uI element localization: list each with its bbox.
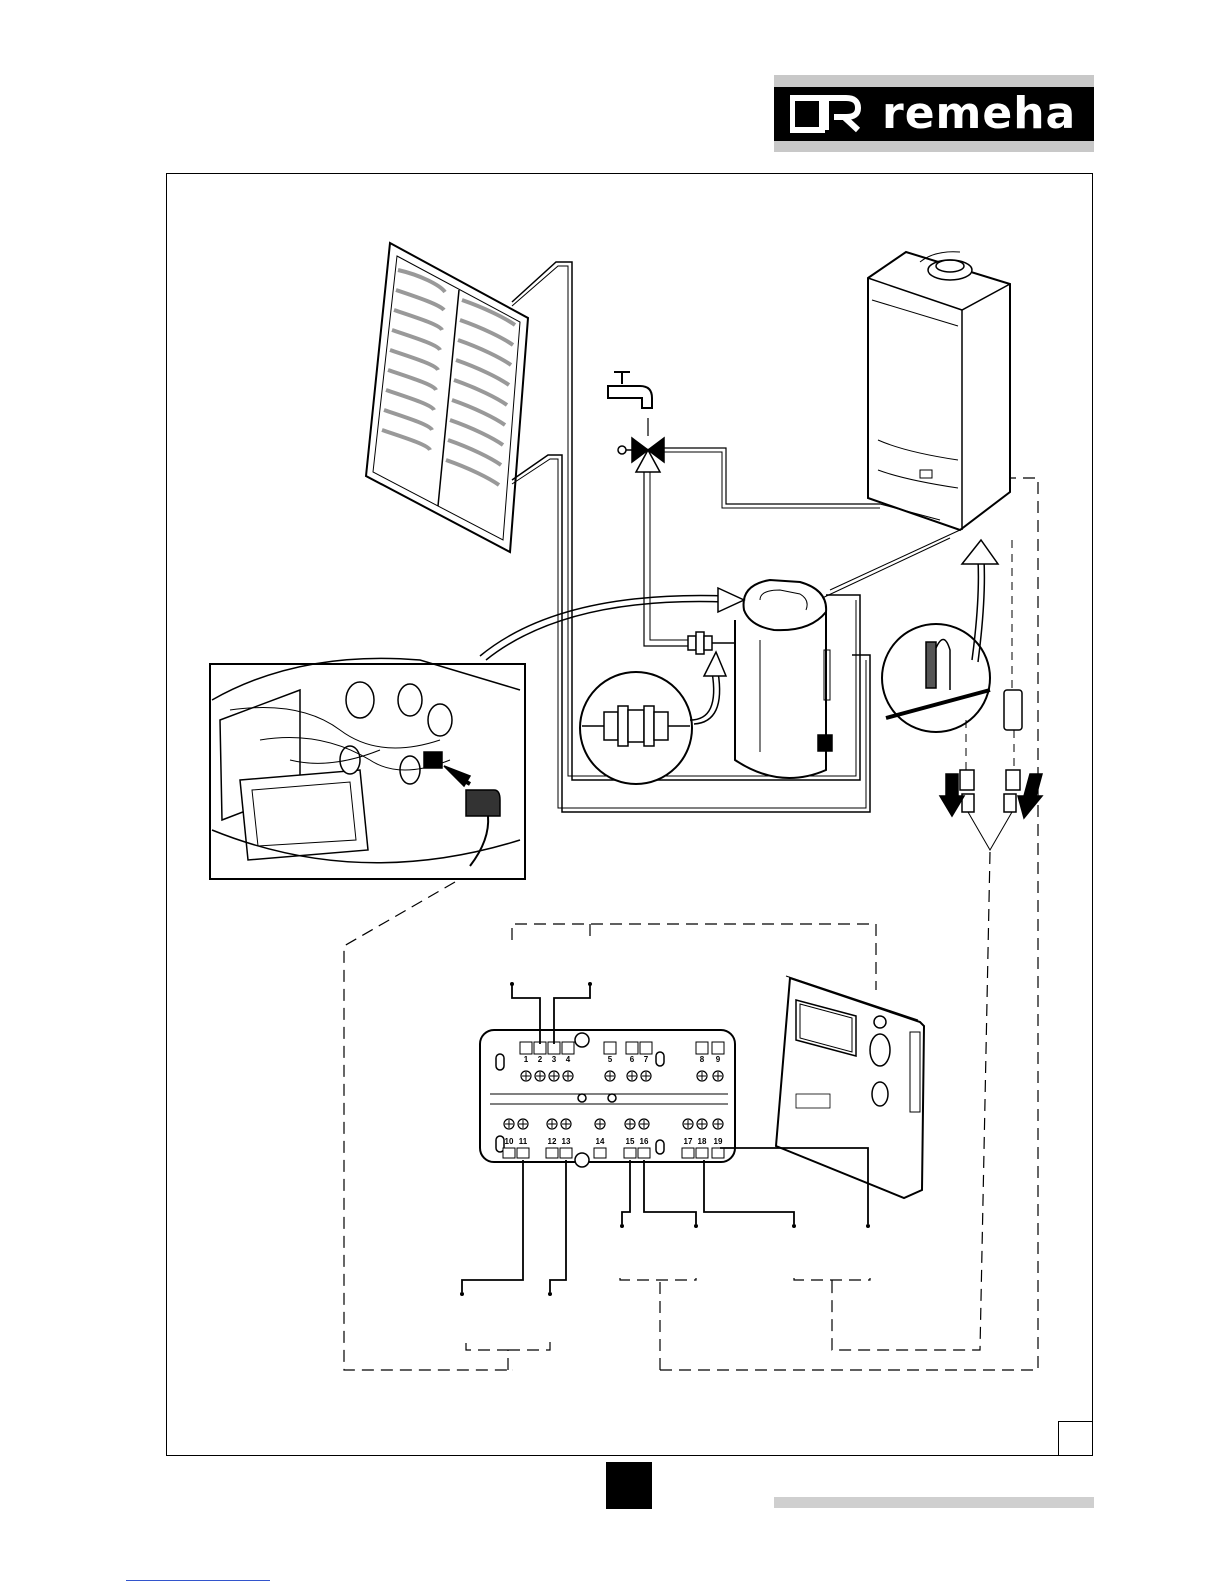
terminal-label: 14 — [596, 1137, 605, 1146]
link-underline — [126, 1580, 270, 1581]
terminal-label: 7 — [644, 1055, 649, 1064]
boiler — [868, 252, 1010, 530]
sensor-detail — [882, 540, 998, 732]
terminal-label: 12 — [548, 1137, 557, 1146]
terminal-label: 6 — [630, 1055, 635, 1064]
solar-collector — [366, 243, 528, 552]
figure-number-box — [1058, 1421, 1093, 1456]
terminal-label: 13 — [562, 1137, 571, 1146]
control-wiring — [344, 478, 1038, 1370]
footer-bar — [774, 1497, 1094, 1508]
terminal-label: 11 — [519, 1137, 528, 1146]
hot-water-cylinder — [735, 580, 832, 778]
terminal-label: 15 — [626, 1137, 635, 1146]
cylinder-internals-photo — [210, 658, 525, 879]
terminal-label: 8 — [700, 1055, 705, 1064]
terminal-label: 1 — [524, 1055, 529, 1064]
coupling-detail — [580, 652, 726, 784]
terminal-label: 19 — [714, 1137, 723, 1146]
three-way-valve-icon — [618, 438, 664, 472]
terminal-label: 3 — [552, 1055, 557, 1064]
tap-icon — [608, 372, 652, 408]
terminal-label: 2 — [538, 1055, 543, 1064]
terminal-label: 9 — [716, 1055, 721, 1064]
room-controller — [776, 976, 924, 1198]
terminal-label: 10 — [505, 1137, 514, 1146]
terminal-label: 17 — [684, 1137, 693, 1146]
terminal-label: 18 — [698, 1137, 707, 1146]
terminal-label: 16 — [640, 1137, 649, 1146]
pipe-fitting-icon — [688, 632, 735, 654]
page-number-box — [606, 1462, 652, 1509]
terminal-label: 5 — [608, 1055, 613, 1064]
terminal-label: 4 — [566, 1055, 571, 1064]
